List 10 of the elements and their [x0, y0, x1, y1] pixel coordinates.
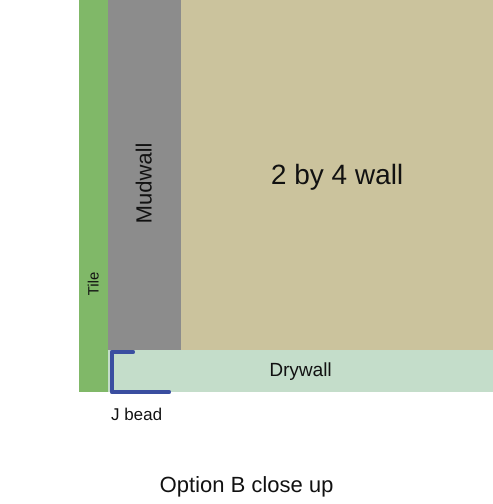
tile-layer — [79, 0, 108, 392]
caption: Option B close up — [158, 472, 334, 498]
mudwall-label: Mudwall — [132, 142, 158, 224]
part-label: J bead — [111, 405, 162, 425]
stud-wall-layer — [181, 0, 493, 350]
tile-label: Tile — [85, 272, 102, 296]
drywall-layer — [108, 350, 493, 392]
mudwall-layer — [108, 0, 181, 350]
drywall-label: Drywall — [269, 360, 332, 382]
stud-wall-label: 2 by 4 wall — [270, 159, 404, 191]
